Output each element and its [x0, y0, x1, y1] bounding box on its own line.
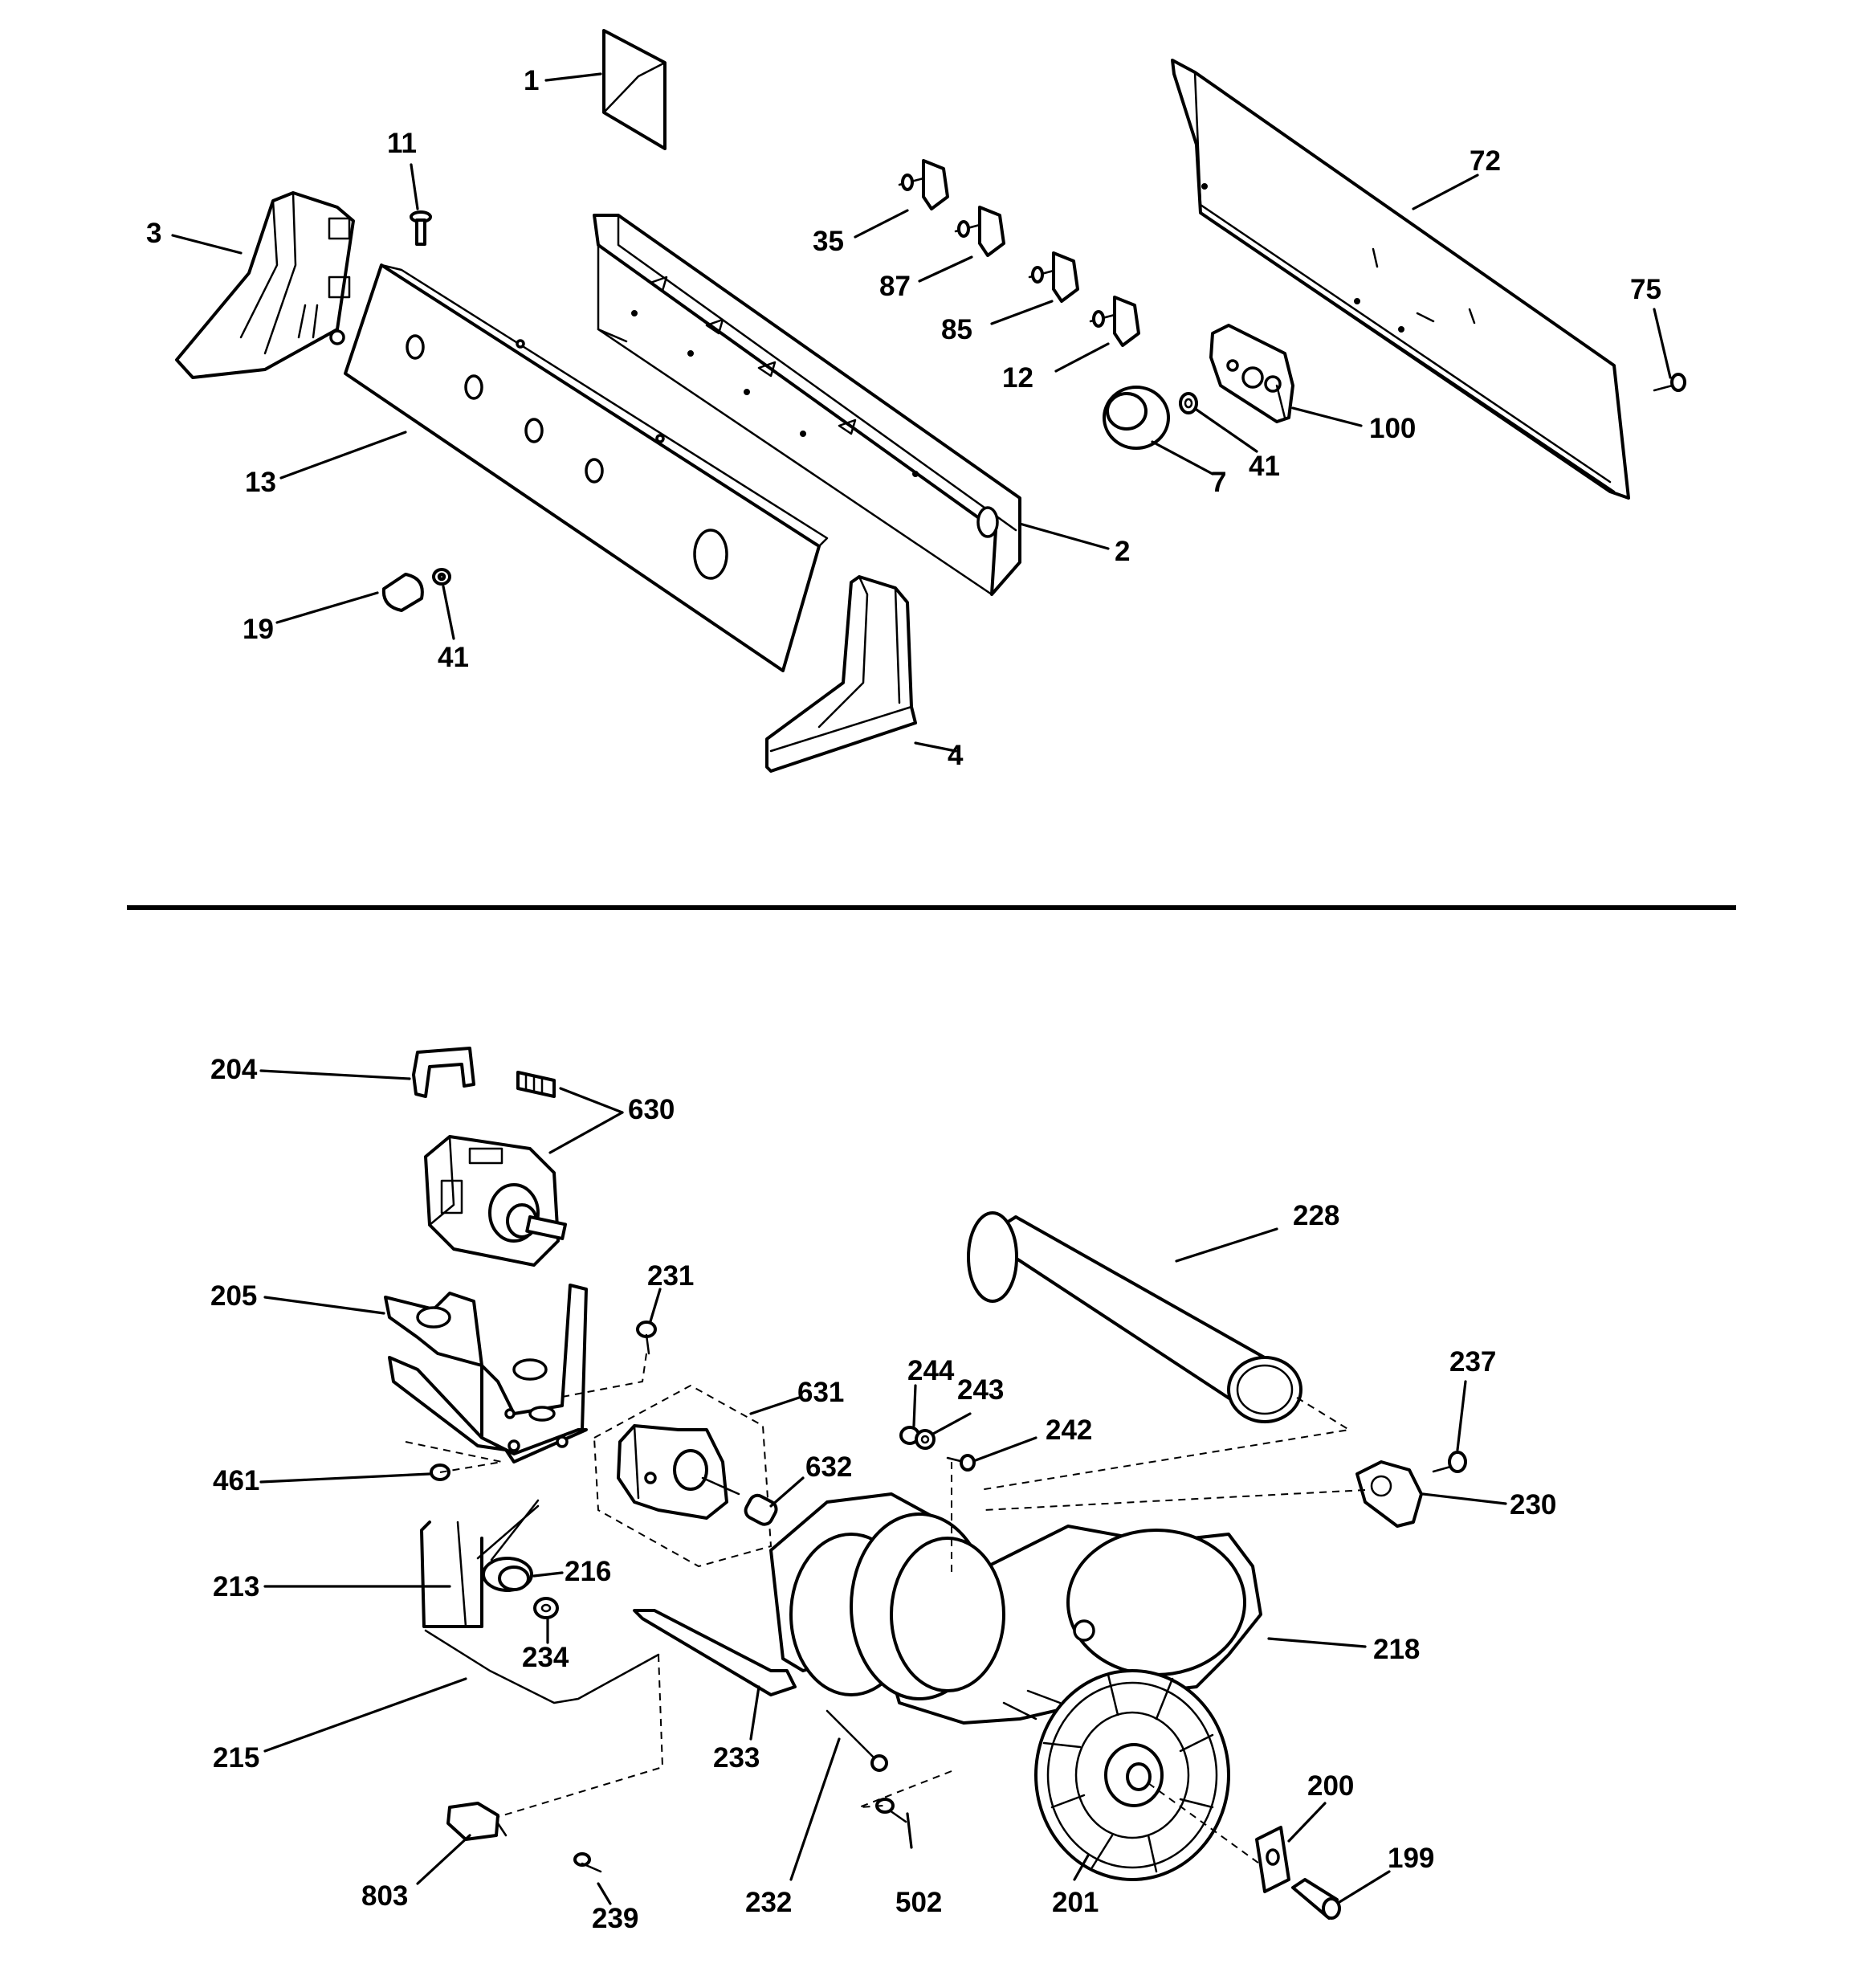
callout-75: 75	[1630, 274, 1661, 305]
callout-216: 216	[565, 1556, 611, 1587]
callout-502: 502	[895, 1887, 942, 1918]
dash-230	[983, 1489, 1366, 1511]
callout-230: 230	[1510, 1489, 1556, 1521]
callout-2: 2	[1115, 536, 1130, 567]
part-2-control-panel-frame	[593, 214, 1021, 596]
part-242-screw	[946, 1454, 976, 1472]
callout-630: 630	[628, 1094, 675, 1125]
part-100-timer	[1209, 324, 1294, 423]
part-216-pulley	[476, 1499, 540, 1592]
part-502-screw	[875, 1798, 907, 1823]
callout-41-left: 41	[438, 642, 469, 673]
part-41-insert-left	[438, 574, 445, 580]
callout-19: 19	[243, 614, 274, 645]
part-72-rear-panel	[1171, 59, 1630, 500]
part-7-timer-knob	[1103, 386, 1170, 450]
callout-199: 199	[1388, 1843, 1434, 1874]
part-213-bracket	[420, 1521, 483, 1628]
callout-632: 632	[805, 1451, 852, 1483]
callout-4: 4	[948, 740, 964, 771]
part-11-screw	[410, 210, 432, 246]
top-leader-lines	[171, 72, 1672, 753]
part-231-screw	[636, 1321, 657, 1355]
callout-218: 218	[1373, 1634, 1420, 1665]
part-19-knob	[381, 568, 451, 612]
callout-803: 803	[361, 1880, 408, 1912]
part-632-coupler	[744, 1493, 778, 1526]
part-630-motor	[424, 1135, 568, 1267]
part-200-bracket	[1255, 1826, 1290, 1893]
callout-234: 234	[522, 1642, 569, 1673]
part-41-insert-right	[1179, 392, 1198, 414]
callout-215: 215	[213, 1742, 259, 1774]
part-803-sensor	[446, 1802, 508, 1841]
callout-204: 204	[210, 1054, 258, 1085]
dash-461	[405, 1441, 503, 1473]
part-243-washer	[915, 1429, 936, 1450]
callout-239: 239	[592, 1903, 638, 1934]
callout-41-right: 41	[1249, 451, 1280, 482]
bottom-leader-lines	[259, 1069, 1507, 1905]
dash-228	[979, 1397, 1351, 1491]
callout-461: 461	[213, 1465, 259, 1496]
callout-11: 11	[387, 128, 417, 159]
part-233-base	[633, 1609, 797, 1696]
part-35-switch	[898, 159, 949, 210]
callout-12: 12	[1002, 362, 1033, 394]
part-1-envelope	[602, 29, 667, 150]
part-630-connector	[516, 1071, 556, 1098]
callout-7: 7	[1211, 467, 1226, 498]
callout-85: 85	[941, 314, 972, 345]
callout-87: 87	[879, 271, 911, 302]
dash-631-box	[593, 1384, 773, 1568]
part-3-left-endcap	[175, 191, 355, 379]
part-204-clip	[412, 1047, 475, 1098]
part-215-belt	[424, 1629, 660, 1704]
callout-231: 231	[647, 1260, 694, 1292]
callout-213: 213	[213, 1571, 259, 1602]
callout-13: 13	[245, 467, 276, 498]
callout-631: 631	[797, 1377, 844, 1408]
callout-228: 228	[1293, 1200, 1339, 1231]
part-232-screw	[826, 1709, 888, 1772]
callout-100: 100	[1369, 413, 1416, 444]
callout-200: 200	[1307, 1770, 1354, 1802]
part-239-screw	[573, 1852, 602, 1873]
part-218-blower-housing	[769, 1492, 1262, 1725]
callout-243: 243	[957, 1374, 1004, 1406]
part-12-switch	[1089, 296, 1140, 347]
callout-244: 244	[907, 1355, 955, 1386]
dash-231	[557, 1353, 647, 1398]
part-199-bolt	[1291, 1878, 1341, 1920]
part-234-pulley	[533, 1597, 559, 1619]
part-13-control-panel	[344, 263, 829, 672]
part-230-thermostat	[1355, 1460, 1423, 1528]
callout-205: 205	[210, 1280, 257, 1312]
part-75-screw	[1653, 373, 1686, 392]
part-201-blower-wheel	[1034, 1669, 1230, 1881]
callout-242: 242	[1046, 1414, 1092, 1446]
part-205-motor-mount	[384, 1284, 588, 1463]
dash-201	[1148, 1782, 1266, 1868]
callout-233: 233	[713, 1742, 760, 1774]
callout-35: 35	[813, 226, 844, 257]
callout-232: 232	[745, 1887, 792, 1918]
part-85-switch	[1028, 251, 1079, 303]
dash-502	[858, 1770, 952, 1808]
dash-215	[489, 1654, 664, 1820]
callout-72: 72	[1470, 145, 1501, 177]
part-237-screw	[1432, 1451, 1467, 1473]
callout-201: 201	[1052, 1887, 1099, 1918]
top-callouts: 1 11 3 13 19 41 4 2 35 87 85 12 7 41 100…	[146, 65, 1661, 771]
callout-237: 237	[1449, 1346, 1496, 1378]
part-228-duct	[967, 1211, 1302, 1423]
part-87-switch	[954, 206, 1005, 257]
callout-1: 1	[524, 65, 539, 96]
callout-3: 3	[146, 218, 161, 249]
bottom-callouts: 204 630 205 231 461 631 632 213 216 234 …	[210, 1054, 1556, 1934]
part-4-right-endcap	[765, 575, 917, 773]
part-631-switch	[617, 1424, 740, 1520]
